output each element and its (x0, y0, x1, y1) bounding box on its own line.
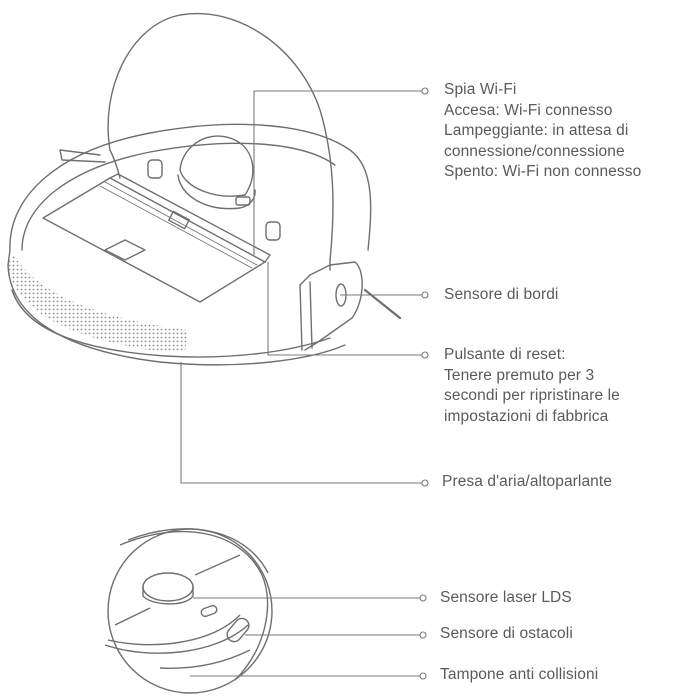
callout-edge-sensor: Sensore di bordi (444, 285, 558, 306)
callout-detail: impostazioni di fabbrica (444, 407, 609, 425)
leader-endpoints (419, 87, 429, 680)
callout-title: Presa d'aria/altoparlante (442, 473, 613, 490)
callout-title: Sensore di ostacoli (440, 625, 573, 642)
callout-detail: secondi per ripristinare le (444, 387, 620, 404)
callout-air-vent-speaker: Presa d'aria/altoparlante (442, 472, 612, 493)
callout-detail: Spento: Wi-Fi non connesso (444, 163, 642, 180)
callout-detail: Lampeggiante: in attesa di (444, 122, 629, 139)
callout-detail: Accesa: Wi-Fi connesso (444, 101, 613, 119)
callout-anti-collision-bumper: Tampone anti collisioni (440, 665, 598, 686)
callout-lds-laser-sensor: Sensore laser LDS (440, 588, 572, 609)
robot-lid (59, 13, 334, 271)
callout-reset-button: Pulsante di reset: Tenere premuto per 3 … (444, 345, 620, 427)
callout-title: Sensore laser LDS (440, 589, 572, 606)
callout-title: Tampone anti collisioni (440, 666, 599, 683)
callout-detail: Tenere premuto per 3 (444, 366, 595, 384)
hinges (147, 159, 281, 241)
callout-title: Sensore di bordi (444, 286, 559, 303)
callout-detail: connessione/connessione (444, 142, 625, 160)
callout-title: Pulsante di reset: (444, 346, 566, 363)
callout-obstacle-sensor: Sensore di ostacoli (440, 624, 573, 645)
leader-lines (180, 90, 422, 677)
callout-title: Spia Wi-Fi (444, 81, 517, 98)
side-bumper (299, 261, 402, 351)
zoom-detail (104, 528, 273, 694)
callout-wifi-indicator: Spia Wi-Fi Accesa: Wi-Fi connesso Lampeg… (444, 80, 641, 183)
lds-dome (177, 135, 256, 210)
dust-bin-panel (42, 173, 271, 303)
robot-body (7, 123, 372, 366)
